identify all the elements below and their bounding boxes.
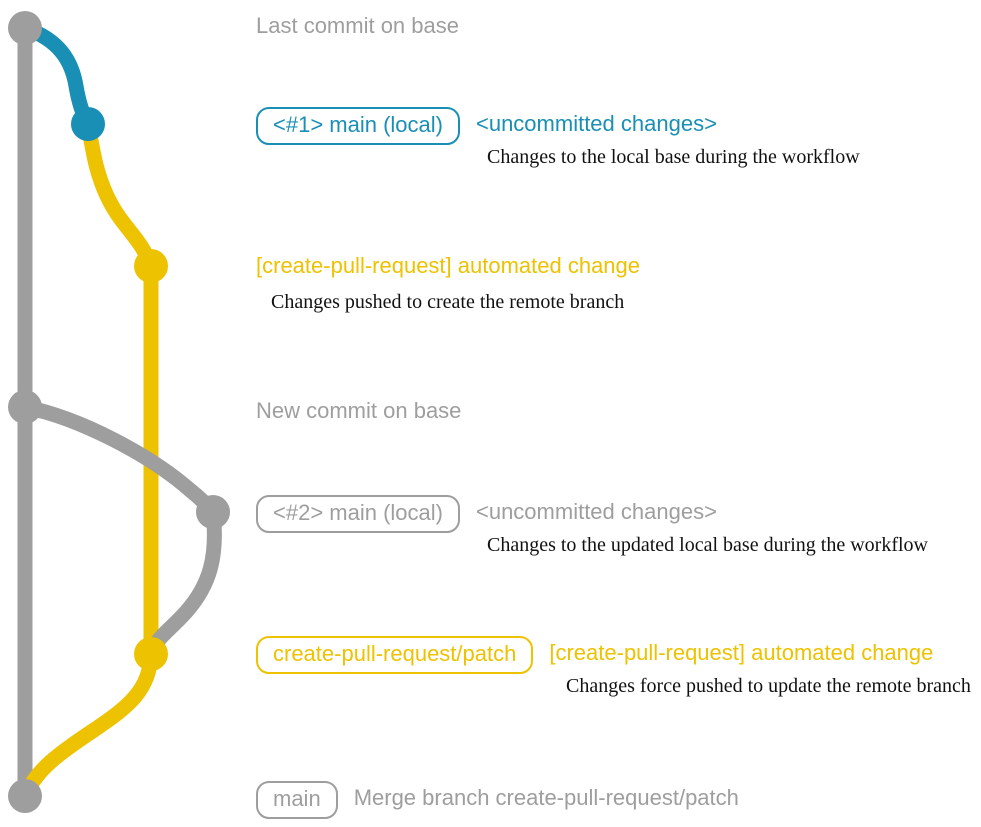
local2-to-remote-line (143, 504, 222, 662)
commit-node-c1 (8, 11, 42, 45)
commit-node-c7 (8, 779, 42, 813)
commit-subject-c6: [create-pull-request] automated change (549, 640, 934, 665)
commit-node-c5 (196, 495, 230, 529)
local-branch-line (17, 20, 96, 132)
commit-row-c7: main Merge branch create-pull-request/pa… (256, 781, 739, 819)
commit-subject-c2: <uncommitted changes> (475, 111, 717, 136)
commit-node-c6 (134, 637, 168, 671)
commit-row-c2: <#1> main (local) <uncommitted changes> (256, 107, 717, 145)
commit-subject-c7: Merge branch create-pull-request/patch (353, 785, 739, 810)
local2-branch-line (17, 399, 221, 520)
commit-note-c5: Changes to the updated local base during… (487, 534, 928, 556)
commit-note-c6: Changes force pushed to update the remot… (566, 675, 971, 697)
commit-note-c2: Changes to the local base during the wor… (487, 146, 860, 168)
commit-node-c3 (134, 249, 168, 283)
commit-note-c3: Changes pushed to create the remote bran… (271, 291, 625, 313)
branch-badge-main[interactable]: main (256, 781, 338, 819)
commit-node-c2 (71, 107, 105, 141)
commit-headline-c1: Last commit on base (256, 13, 459, 38)
commit-subject-c5: <uncommitted changes> (475, 499, 717, 524)
branch-badge-create-pull-request-patch[interactable]: create-pull-request/patch (256, 636, 534, 674)
commit-headline-c4: New commit on base (256, 398, 462, 423)
commit-headline-c3: [create-pull-request] automated change (256, 253, 641, 278)
remote-branch-line-1 (80, 116, 159, 274)
branch-badge-main-local-2[interactable]: <#2> main (local) (256, 495, 460, 533)
commit-node-c4 (8, 390, 42, 424)
commit-row-c5: <#2> main (local) <uncommitted changes> (256, 495, 717, 533)
remote-merge-line (17, 646, 159, 804)
commit-row-c6: create-pull-request/patch [create-pull-r… (256, 636, 933, 674)
branch-badge-main-local-1[interactable]: <#1> main (local) (256, 107, 460, 145)
